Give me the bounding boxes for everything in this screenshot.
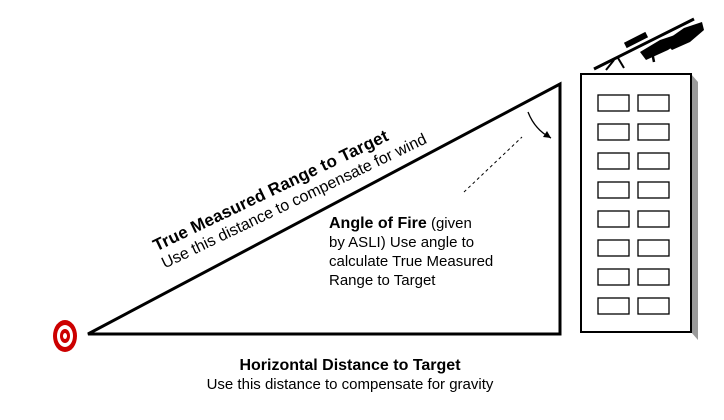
building-icon — [580, 73, 698, 340]
range-triangle — [87, 81, 562, 336]
base-title: Horizontal Distance to Target — [239, 357, 461, 374]
angle-label: Angle of Fire (given by ASLI) Use angle … — [329, 214, 569, 290]
angle-line-3: Range to Target — [329, 272, 436, 289]
angle-note: (given — [430, 215, 472, 232]
angle-line-1: by ASLI) Use angle to — [329, 234, 475, 251]
rifle-icon — [593, 17, 704, 71]
base-label: Horizontal Distance to Target Use this d… — [100, 356, 600, 394]
base-subtitle: Use this distance to compensate for grav… — [206, 376, 494, 393]
angle-line-2: calculate True Measured — [329, 253, 494, 270]
angle-title: Angle of Fire — [329, 215, 427, 232]
angle-first-line: Angle of Fire (given — [329, 214, 569, 233]
angle-arc — [527, 111, 552, 139]
angle-leader-line — [463, 136, 523, 193]
target-icon — [53, 320, 77, 352]
